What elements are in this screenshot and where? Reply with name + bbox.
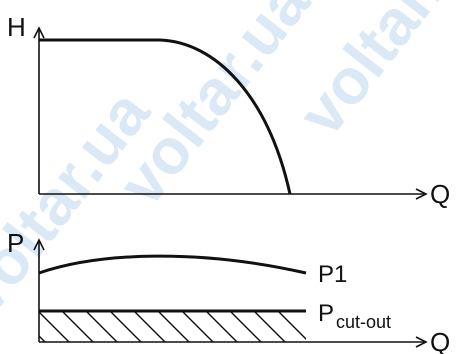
head-curve	[39, 38, 292, 195]
q-axis-label-bottom: Q	[430, 327, 450, 354]
cut-out-hatch	[39, 312, 306, 342]
power-flow-diagram: P Q P1 P cut-out	[7, 228, 450, 354]
h-axis-label: H	[7, 12, 26, 42]
p-cut-out-label-main: P	[318, 300, 334, 327]
watermark-text-2: voltar.ua	[0, 77, 163, 329]
p-cut-out-label-sub: cut-out	[336, 312, 391, 332]
p-axis-label: P	[7, 228, 24, 258]
p1-label: P1	[318, 261, 347, 288]
q-axis-arrow-top	[415, 188, 428, 200]
q-axis-label-top: Q	[430, 179, 450, 209]
head-flow-diagram: H Q	[7, 12, 450, 209]
q-axis-arrow-bottom	[415, 336, 428, 348]
p-axis-arrow	[33, 238, 45, 251]
power-curve-p1	[38, 254, 307, 275]
watermark: voltar.ua voltar.ua voltar.ua	[0, 0, 459, 329]
h-axis-arrow	[33, 26, 45, 39]
